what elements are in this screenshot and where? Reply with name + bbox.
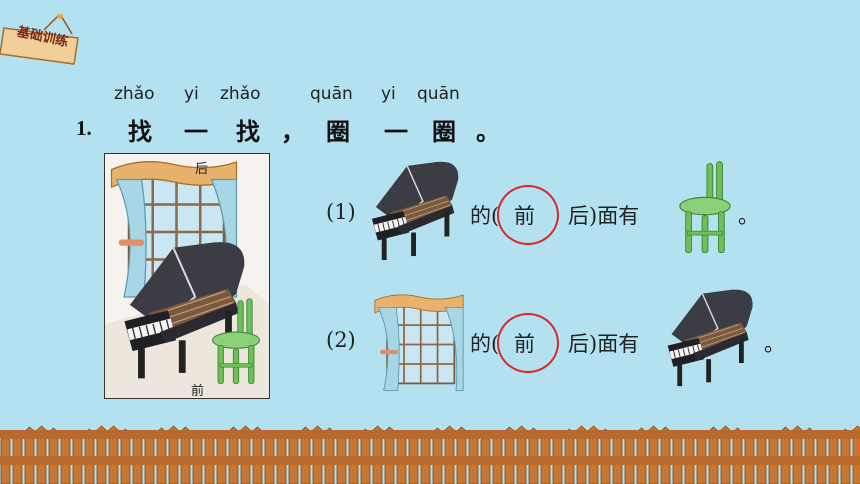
pinyin-quan-1: quān (310, 84, 353, 104)
char-zhao-2: 找 (236, 117, 260, 146)
char-yi-2: 一 (384, 117, 408, 146)
fence-picket (780, 426, 791, 484)
q1-chair-icon (679, 161, 731, 254)
fence-picket (300, 426, 311, 484)
fence-picket (24, 426, 35, 484)
pinyin-zhao-2: zhǎo (220, 84, 261, 104)
char-zhao-1: 找 (128, 117, 152, 146)
fence-picket (456, 426, 467, 484)
char-quan-1: 圈 (326, 117, 350, 146)
fence-picket (660, 426, 671, 484)
fence-picket (504, 426, 515, 484)
q1-de: 的( (470, 204, 500, 228)
fence-decoration (0, 425, 860, 484)
q2-index: (2) (326, 328, 356, 352)
scene-label-back: 后 (195, 162, 209, 177)
pinyin-quan-2: quān (417, 84, 460, 104)
exercise-number: 1. (76, 116, 92, 140)
scene-label-front: 前 (191, 384, 205, 399)
q1-piano-icon (371, 161, 460, 261)
q2-answer-circle (497, 313, 559, 373)
pinyin-yi-1: yi (184, 84, 199, 104)
scene-picture: 后 前 (104, 153, 270, 399)
q1-period: 。 (738, 204, 759, 228)
q2-option-back[interactable]: 后)面有 (568, 332, 640, 356)
q2-window-icon (374, 293, 464, 392)
q1-index: (1) (326, 200, 356, 224)
q2-de: 的( (470, 332, 500, 356)
char-yi-1: 一 (184, 117, 208, 146)
fence-picket (228, 426, 239, 484)
pinyin-zhao-1: zhǎo (114, 84, 155, 104)
fence-picket (180, 426, 191, 484)
char-period: 。 (476, 117, 500, 146)
q2-piano-icon (666, 288, 754, 387)
char-quan-2: 圈 (432, 117, 456, 146)
q1-answer-circle (497, 185, 559, 245)
fence-picket (708, 426, 719, 484)
fence-picket (252, 426, 263, 484)
char-comma: ， (281, 117, 305, 146)
q2-period: 。 (764, 332, 785, 356)
q1-option-back[interactable]: 后)面有 (568, 204, 640, 228)
fence-picket (384, 426, 395, 484)
pinyin-yi-2: yi (381, 84, 396, 104)
scene-drawing (105, 154, 269, 398)
badge-sign (0, 14, 79, 65)
